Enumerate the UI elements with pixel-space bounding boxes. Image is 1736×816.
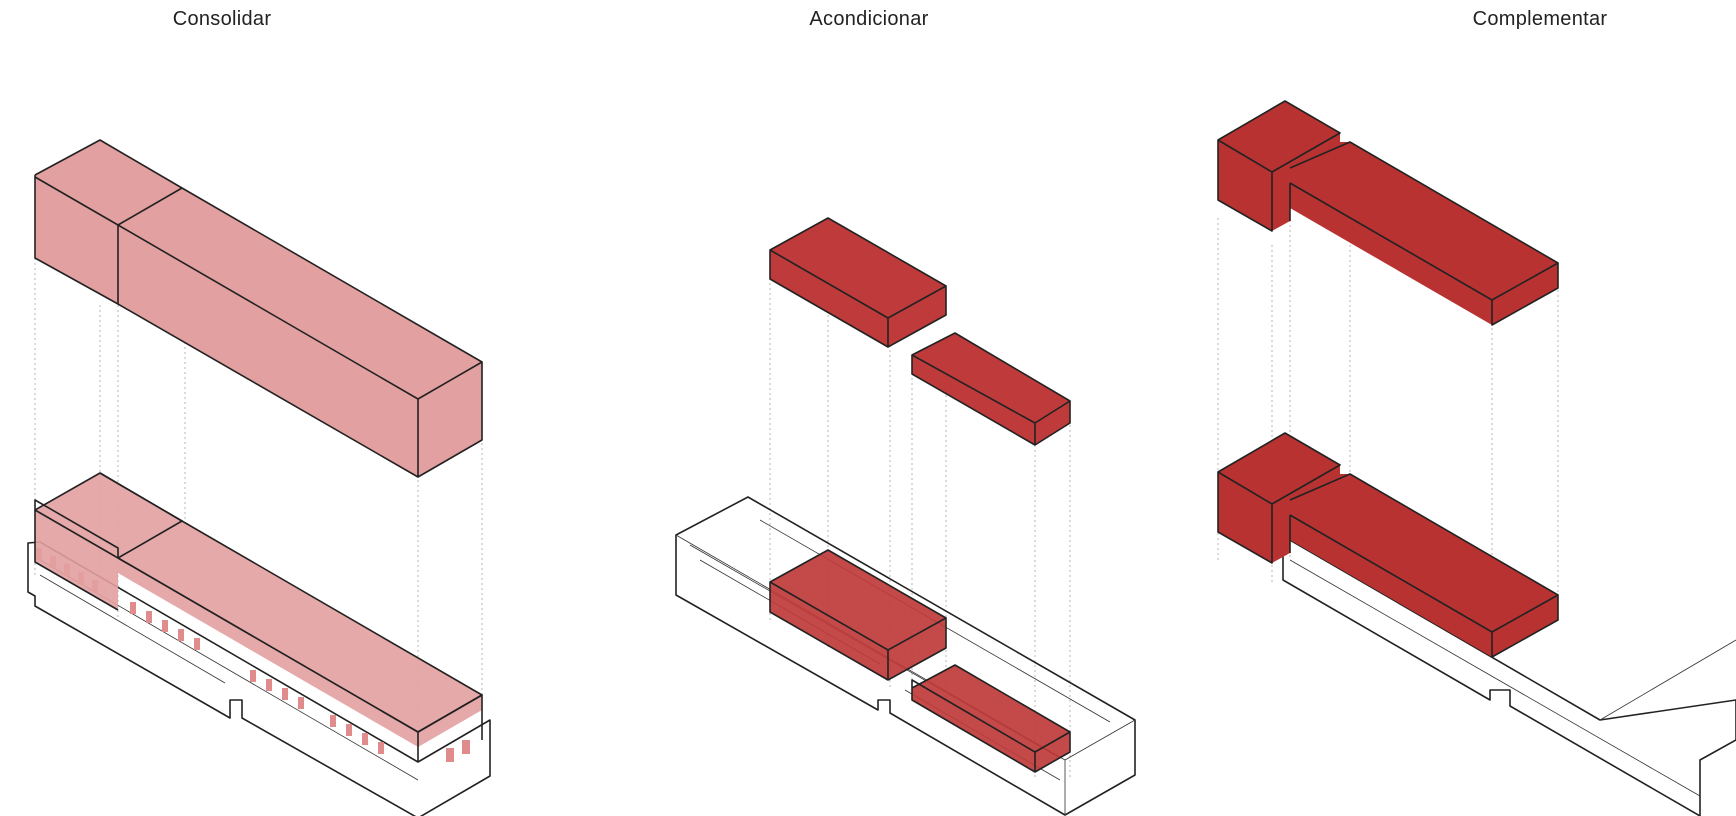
lower-volume-2a (770, 550, 946, 680)
lower-volume-3 (1218, 433, 1558, 657)
upper-volume-1 (35, 140, 482, 477)
lower-volume-2b (912, 665, 1070, 772)
panel-complementar (1218, 101, 1736, 816)
upper-volume-2a (770, 218, 946, 347)
panel-acondicionar (676, 218, 1135, 815)
upper-volume-2b (912, 333, 1070, 445)
lower-volume-1 (35, 473, 482, 762)
panel-consolidar (28, 140, 490, 816)
upper-volume-3 (1218, 101, 1558, 325)
